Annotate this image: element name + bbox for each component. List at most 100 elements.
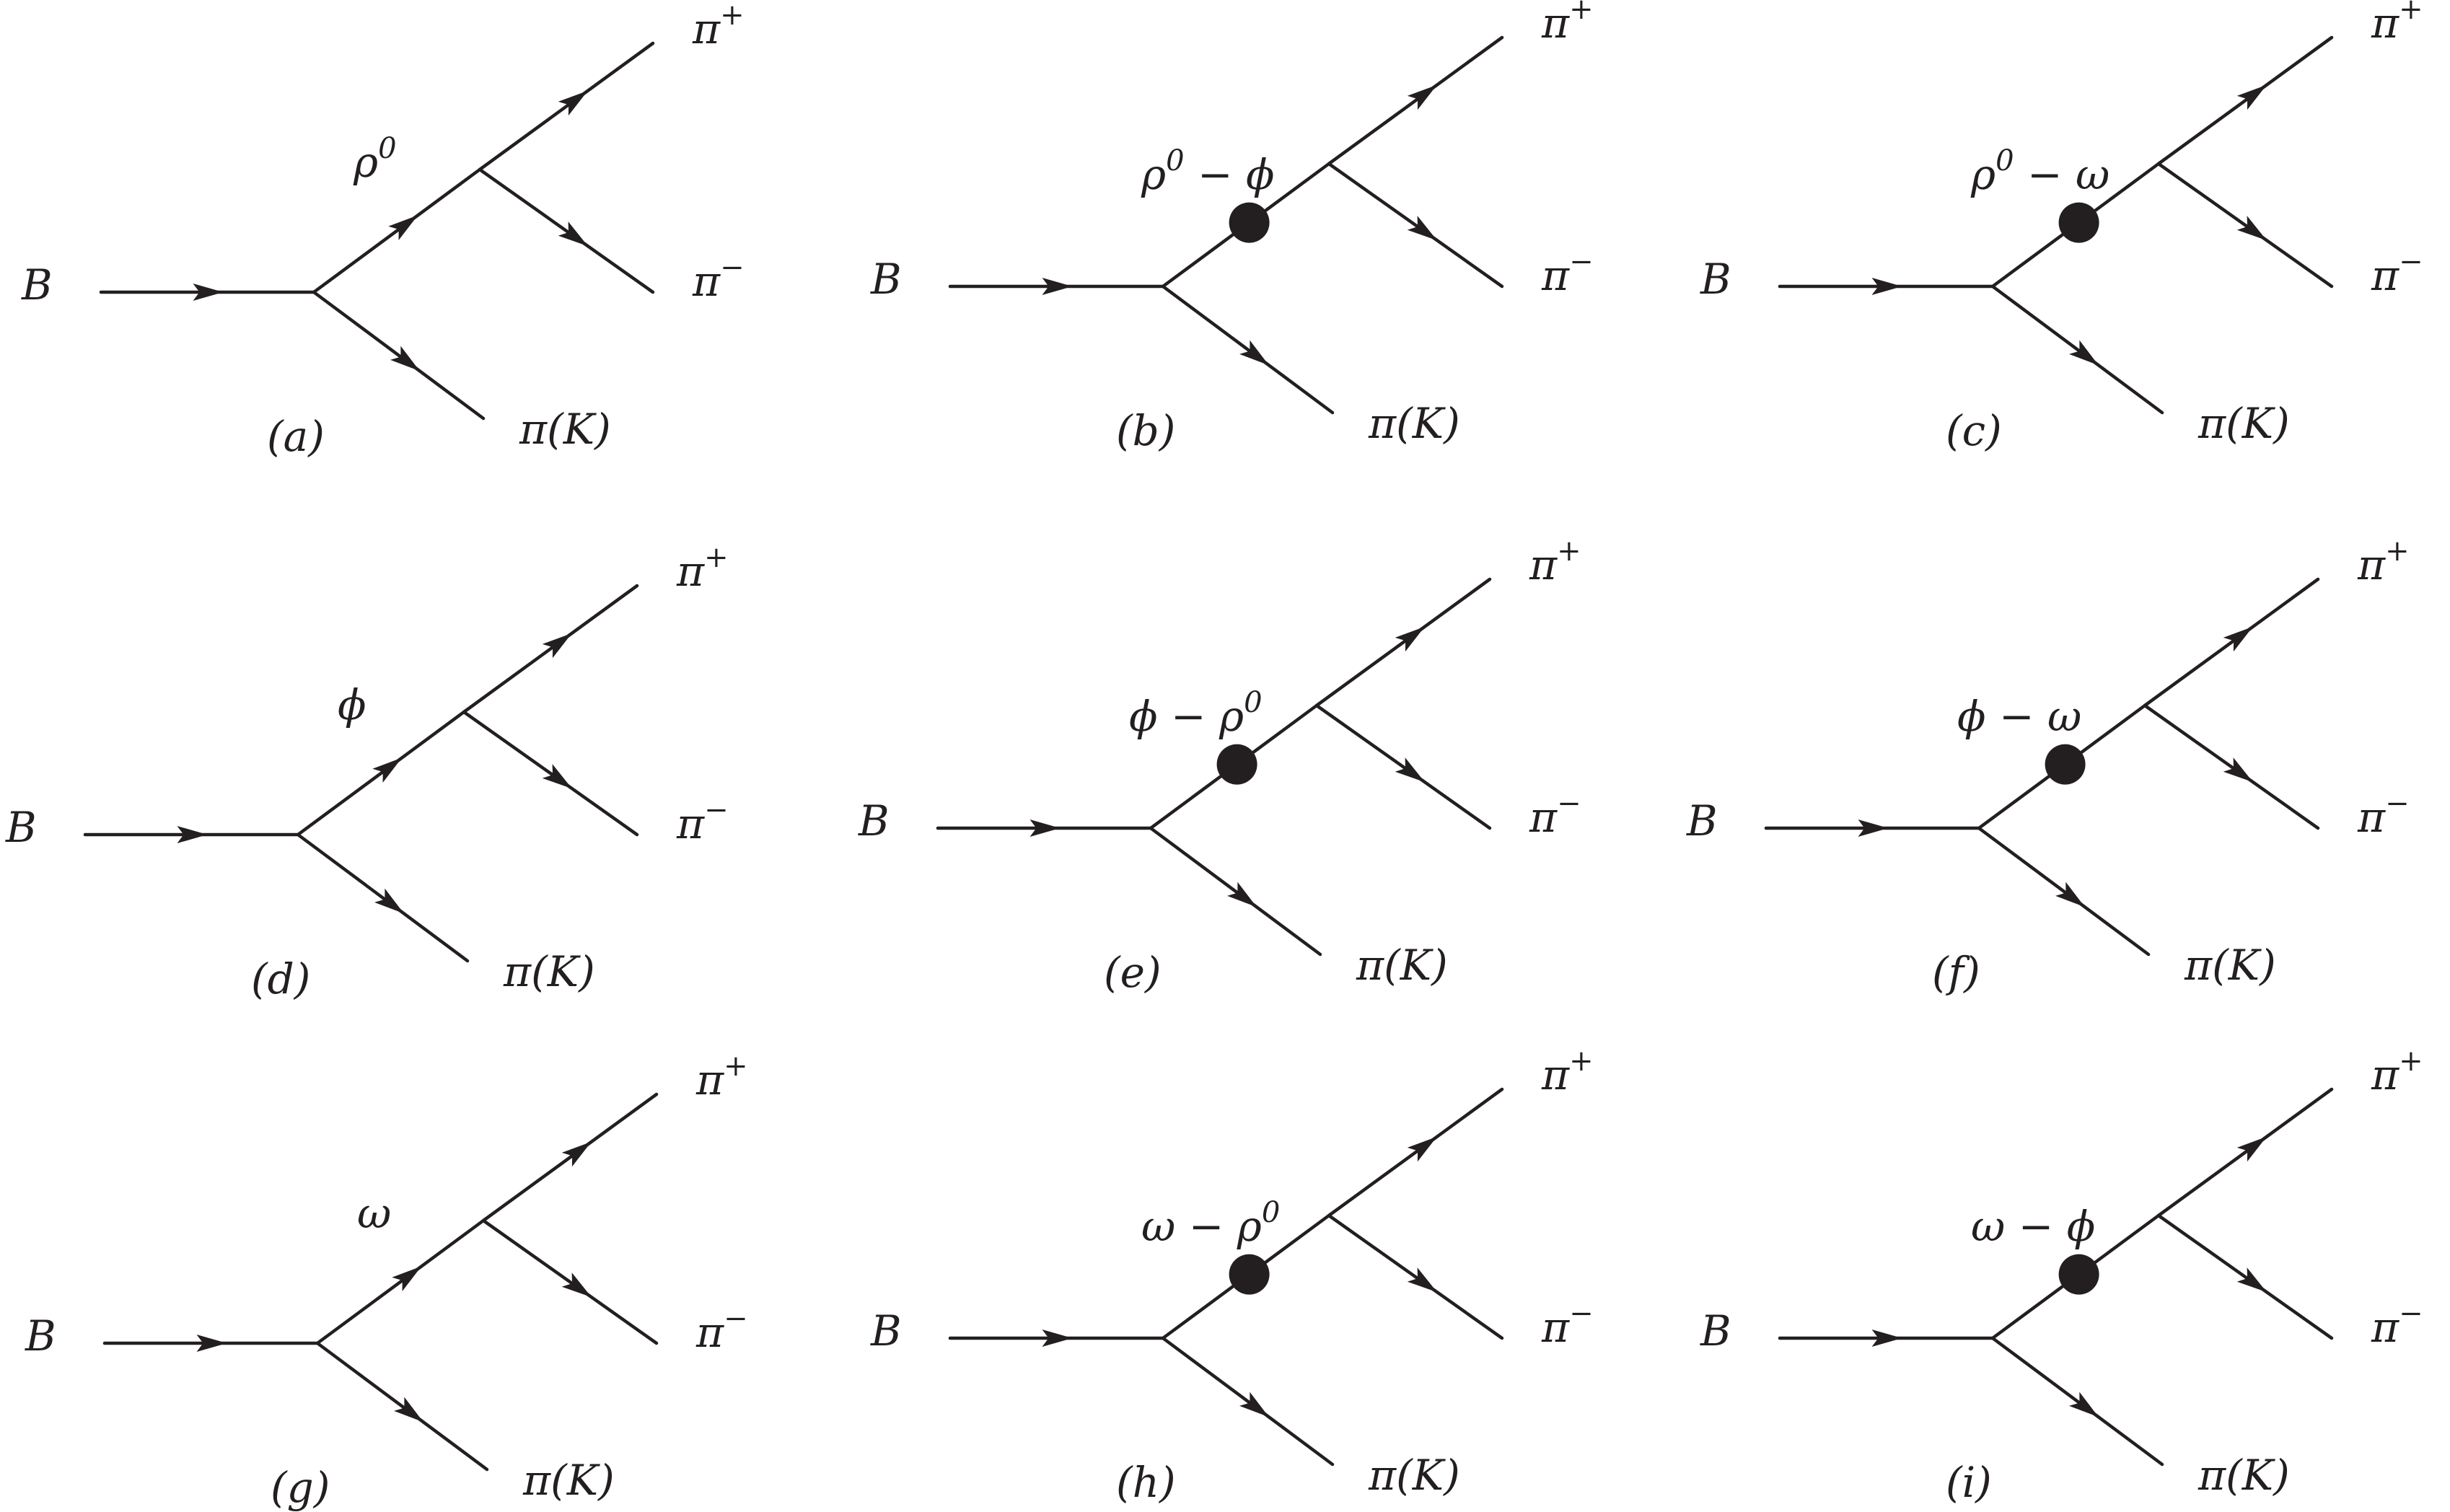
outgoing-middle-label: π− [1529, 787, 1581, 842]
outgoing-top-label-superscript: + [724, 1050, 748, 1083]
diagram-f: Bϕ − ωπ+π−π(K)(f) [1686, 535, 2410, 997]
incoming-arrow [1042, 1329, 1073, 1347]
outgoing-middle-label-superscript: − [720, 251, 745, 284]
mixing-blob [1229, 202, 1270, 243]
outgoing-bottom-line [1977, 826, 2151, 957]
outgoing-middle-label-superscript: − [2385, 787, 2410, 820]
mixing-blob [2045, 744, 2086, 785]
outgoing-top-label: π+ [676, 541, 729, 596]
outgoing-middle-label: π− [1541, 245, 1594, 300]
outgoing-bottom-label: π(K) [1368, 399, 1460, 448]
outgoing-bottom-label: π(K) [503, 947, 595, 996]
intermediate-label: ϕ [338, 680, 366, 729]
incoming-arrow [196, 1335, 227, 1352]
outgoing-bottom-line [1990, 284, 2164, 415]
intermediate-label-text: ϕ − ω [1957, 692, 2081, 741]
outgoing-bottom-arrow [1239, 1392, 1269, 1418]
intermediate-line [296, 710, 466, 837]
outgoing-middle-line [462, 710, 639, 837]
intermediate-label: ω − ϕ [1971, 1202, 2095, 1251]
incoming-arrow [193, 284, 224, 301]
incoming-label: B [25, 1311, 56, 1361]
outgoing-top-label-text: π [2371, 0, 2399, 48]
diagram-caption: (b) [1116, 406, 1175, 455]
intermediate-arrow [388, 215, 418, 241]
outgoing-top-arrow [561, 1141, 592, 1167]
diagram-c: Bρ0 − ωπ+π−π(K)(c) [1700, 0, 2423, 455]
outgoing-middle-line [2156, 1213, 2334, 1340]
incoming-label-text: B [858, 796, 890, 845]
intermediate-arrow [372, 757, 403, 783]
diagram-d: Bϕπ+π−π(K)(d) [5, 541, 729, 1003]
outgoing-middle-arrow [2236, 216, 2267, 241]
incoming-label-text: B [870, 255, 902, 304]
outgoing-middle-label: π− [1541, 1297, 1594, 1352]
outgoing-middle-label-text: π [1541, 1303, 1570, 1352]
outgoing-top-line [1314, 577, 1492, 708]
intermediate-line [315, 1218, 486, 1345]
outgoing-bottom-label: π(K) [519, 405, 611, 454]
outgoing-top-line [462, 584, 639, 714]
mixing-blob [1229, 1254, 1270, 1295]
outgoing-top-arrow [2236, 1136, 2267, 1162]
outgoing-middle-label-superscript: − [2399, 245, 2423, 278]
outgoing-middle-label-text: π [695, 1308, 724, 1357]
intermediate-arrow [392, 1266, 422, 1292]
intermediate-label-text: ϕ − ρ [1129, 692, 1244, 741]
intermediate-label: ϕ − ω [1957, 692, 2081, 741]
diagram-caption: (c) [1946, 406, 2002, 455]
outgoing-top-line [2156, 35, 2334, 166]
intermediate-label: ω − ρ0 [1141, 1196, 1280, 1251]
outgoing-middle-label: π− [2371, 1297, 2423, 1352]
outgoing-top-label-superscript: + [2399, 1045, 2423, 1078]
outgoing-middle-label-superscript: − [704, 794, 729, 827]
outgoing-bottom-label: π(K) [1368, 1451, 1460, 1500]
diagram-caption: (h) [1116, 1458, 1176, 1507]
incoming-arrow [177, 826, 208, 843]
outgoing-middle-label-text: π [2371, 1303, 2399, 1352]
outgoing-top-label: π+ [692, 0, 745, 53]
outgoing-middle-arrow [1407, 1267, 1437, 1293]
incoming-label-text: B [1686, 796, 1718, 845]
mixing-blob [2058, 202, 2099, 243]
intermediate-label-tail: − ω [2014, 150, 2110, 199]
outgoing-top-arrow [1407, 1136, 1437, 1162]
outgoing-middle-line [481, 1218, 659, 1345]
outgoing-middle-arrow [542, 764, 572, 789]
intermediate-label-text: ϕ [338, 680, 366, 729]
outgoing-top-label: π+ [2371, 1045, 2423, 1099]
outgoing-middle-label-superscript: − [1569, 245, 1594, 278]
incoming-label: B [21, 260, 53, 309]
outgoing-middle-label-text: π [676, 799, 705, 848]
outgoing-middle-arrow [2236, 1267, 2267, 1293]
outgoing-bottom-line [1161, 1336, 1335, 1467]
outgoing-bottom-label: π(K) [522, 1456, 615, 1505]
intermediate-label-superscript: 0 [1166, 144, 1184, 177]
outgoing-bottom-arrow [390, 346, 420, 372]
outgoing-top-label-superscript: + [2385, 535, 2410, 568]
outgoing-top-label-superscript: + [1569, 1045, 1594, 1078]
outgoing-top-label-text: π [1529, 540, 1558, 589]
mixing-blob [1216, 744, 1257, 785]
diagram-g: Bωπ+π−π(K)(g) [25, 1050, 748, 1512]
outgoing-top-label-text: π [1541, 0, 1570, 48]
incoming-arrow [1029, 819, 1061, 837]
outgoing-bottom-label: π(K) [1356, 941, 1448, 990]
outgoing-bottom-arrow [1239, 340, 1269, 366]
outgoing-top-label: π+ [2371, 0, 2423, 48]
outgoing-middle-line [1327, 162, 1504, 289]
incoming-label-text: B [1700, 255, 1731, 304]
intermediate-label-text: ω [357, 1189, 391, 1238]
outgoing-bottom-arrow [2055, 882, 2085, 907]
outgoing-top-label-superscript: + [2399, 0, 2423, 26]
outgoing-bottom-line [312, 290, 486, 421]
incoming-label: B [5, 803, 37, 852]
incoming-label-text: B [1700, 1306, 1731, 1355]
intermediate-label: ω [357, 1189, 391, 1238]
incoming-label-text: B [21, 260, 53, 309]
outgoing-top-line [481, 1092, 659, 1223]
incoming-label: B [1700, 255, 1731, 304]
outgoing-top-line [1327, 35, 1504, 166]
incoming-label: B [1700, 1306, 1731, 1355]
